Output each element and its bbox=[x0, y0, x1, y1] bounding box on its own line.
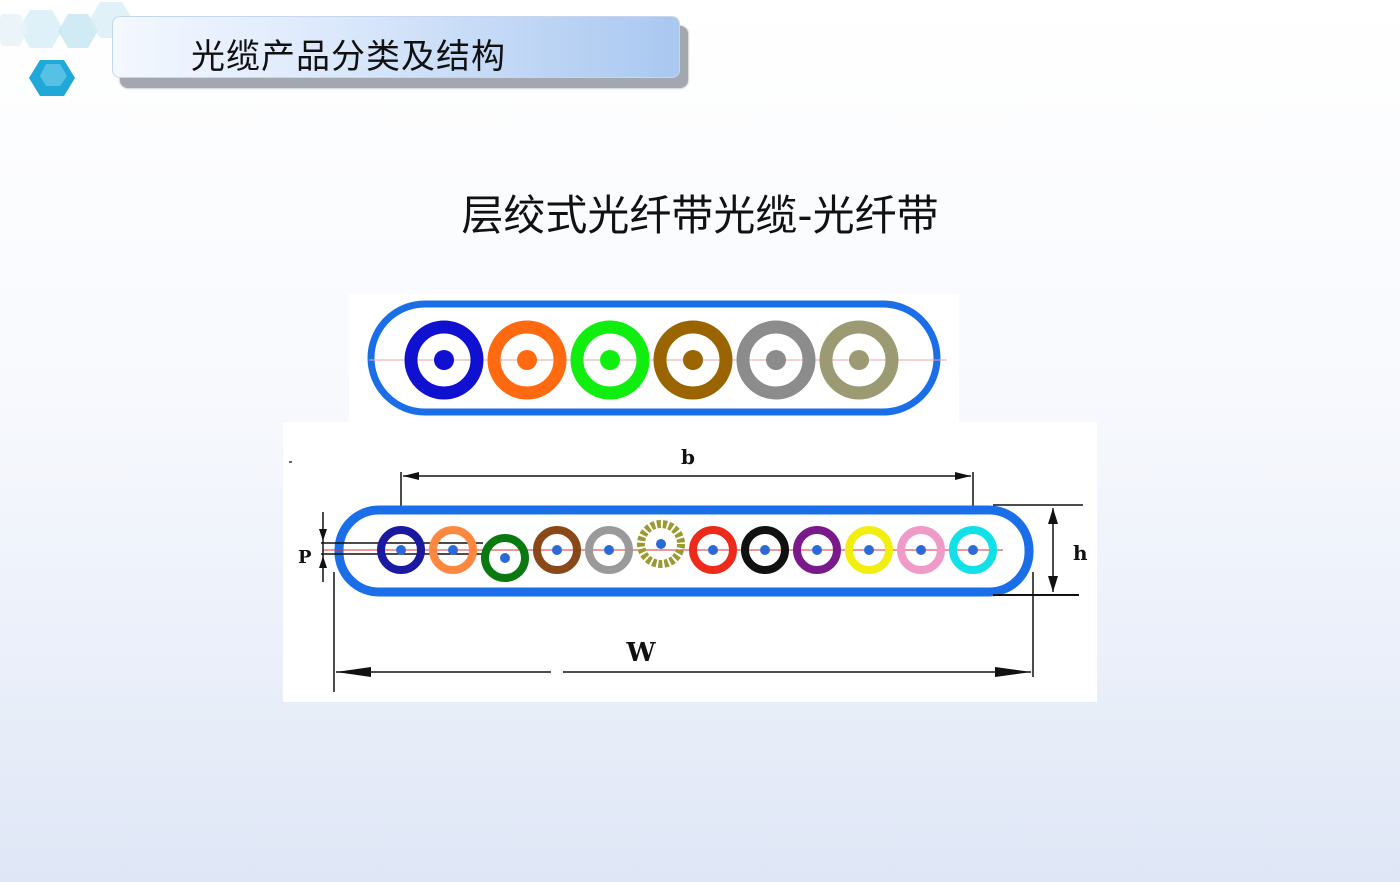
fiber-coating bbox=[949, 526, 997, 574]
fiber-core bbox=[849, 350, 869, 370]
fiber-core bbox=[916, 545, 926, 555]
fiber bbox=[819, 320, 899, 400]
fiber-coating bbox=[897, 526, 945, 574]
fiber-core bbox=[600, 350, 620, 370]
six-fiber-ribbon-panel bbox=[349, 294, 959, 422]
fiber bbox=[653, 320, 733, 400]
fiber bbox=[481, 534, 529, 582]
fiber-coating bbox=[429, 526, 477, 574]
arrow-down-icon bbox=[1048, 576, 1058, 592]
fiber-coating bbox=[570, 320, 650, 400]
fiber bbox=[487, 320, 567, 400]
fiber-core bbox=[760, 545, 770, 555]
fiber bbox=[637, 520, 685, 568]
fiber-core bbox=[683, 350, 703, 370]
hexagon-shape bbox=[0, 14, 28, 46]
thickness-label: P bbox=[298, 547, 312, 568]
height-label: h bbox=[1073, 541, 1088, 565]
fiber-coating bbox=[793, 526, 841, 574]
fiber bbox=[533, 526, 581, 574]
fiber-group bbox=[404, 320, 899, 400]
fiber bbox=[689, 526, 737, 574]
fiber-coating bbox=[741, 526, 789, 574]
fiber bbox=[570, 320, 650, 400]
fiber-core bbox=[396, 545, 406, 555]
fiber-core bbox=[552, 545, 562, 555]
fiber-core bbox=[517, 350, 537, 370]
hexagon-shape bbox=[40, 64, 67, 86]
hexagon-decoration bbox=[0, 2, 133, 96]
fiber bbox=[377, 526, 425, 574]
arrow-down-icon bbox=[319, 529, 327, 541]
fiber-coating bbox=[533, 526, 581, 574]
fiber-coating bbox=[404, 320, 484, 400]
fiber-coating bbox=[689, 526, 737, 574]
slide-title: 光缆产品分类及结构 bbox=[191, 37, 506, 77]
fiber bbox=[585, 526, 633, 574]
hexagon-shape bbox=[19, 10, 63, 48]
fiber-core bbox=[812, 545, 822, 555]
fiber bbox=[845, 526, 893, 574]
fiber-core bbox=[434, 350, 454, 370]
fiber-core bbox=[968, 545, 978, 555]
arrow-right-icon bbox=[955, 472, 971, 480]
fiber bbox=[949, 526, 997, 574]
fiber-coating bbox=[487, 320, 567, 400]
six-fiber-ribbon-diagram bbox=[367, 300, 947, 416]
fiber-core bbox=[864, 545, 874, 555]
twelve-fiber-ribbon-panel: b P h W bbox=[283, 422, 1097, 702]
fiber-coating bbox=[481, 534, 529, 582]
fiber-coating bbox=[819, 320, 899, 400]
fiber-coating bbox=[736, 320, 816, 400]
arrow-right-icon bbox=[995, 667, 1031, 677]
arrow-left-icon bbox=[403, 472, 419, 480]
fiber-core bbox=[448, 545, 458, 555]
main-heading: 层绞式光纤带光缆-光纤带 bbox=[461, 191, 939, 240]
fiber bbox=[736, 320, 816, 400]
fiber bbox=[897, 526, 945, 574]
fiber-core bbox=[500, 553, 510, 563]
fiber-core bbox=[708, 545, 718, 555]
fiber-coating bbox=[637, 520, 685, 568]
pitch-label: b bbox=[681, 445, 695, 469]
arrow-left-icon bbox=[336, 667, 371, 677]
fiber-coating bbox=[585, 526, 633, 574]
fiber bbox=[741, 526, 789, 574]
fiber-group bbox=[377, 520, 997, 582]
fiber bbox=[404, 320, 484, 400]
arrow-up-icon bbox=[319, 556, 327, 568]
dimension-gap bbox=[551, 668, 563, 676]
hexagon-shape bbox=[58, 14, 98, 48]
twelve-fiber-ribbon-diagram: b P h W bbox=[289, 445, 1088, 692]
fiber-coating bbox=[377, 526, 425, 574]
arrow-up-icon bbox=[1048, 508, 1058, 524]
fiber bbox=[429, 526, 477, 574]
fiber-core bbox=[766, 350, 786, 370]
fiber-coating bbox=[845, 526, 893, 574]
fiber bbox=[793, 526, 841, 574]
fiber-coating bbox=[653, 320, 733, 400]
title-banner: 光缆产品分类及结构 bbox=[112, 16, 680, 78]
width-label: W bbox=[625, 638, 656, 668]
fiber-core bbox=[656, 539, 666, 549]
fiber-core bbox=[604, 545, 614, 555]
